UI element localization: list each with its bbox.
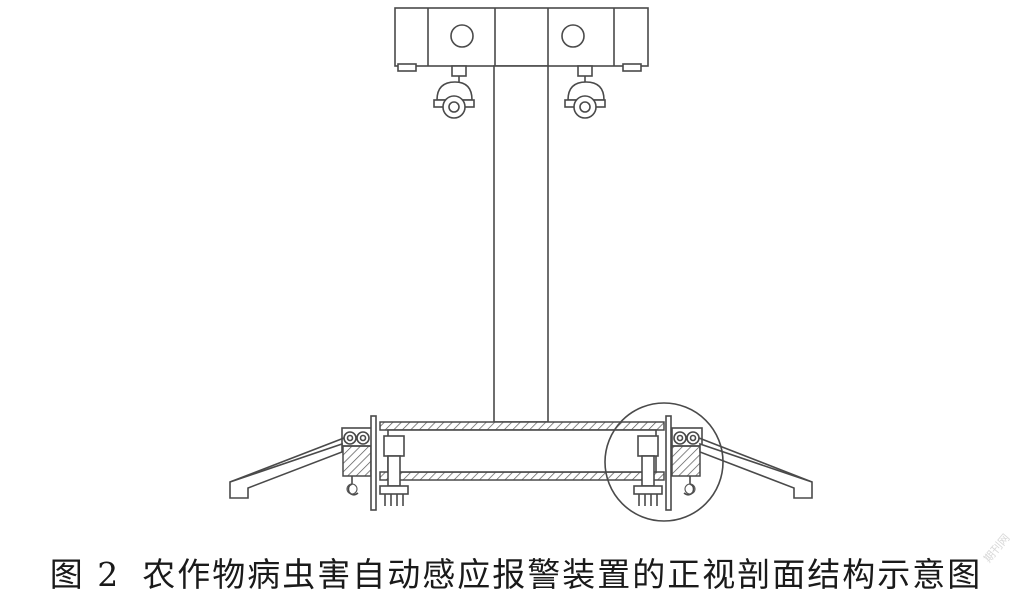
figure-number: 图 2	[49, 555, 121, 594]
camera-left	[433, 65, 475, 119]
right-foot-ramp	[699, 442, 813, 499]
support-pole	[493, 65, 549, 423]
right-mechanism	[633, 415, 813, 511]
indicator-light-right	[561, 24, 585, 48]
left-mechanism	[229, 415, 409, 511]
base-box	[379, 421, 665, 481]
indicator-light-left	[450, 24, 474, 48]
left-foot-ramp	[229, 442, 343, 499]
figure-title: 农作物病虫害自动感应报警装置的正视剖面结构示意图	[142, 555, 983, 594]
figure-caption: 图 2 农作物病虫害自动感应报警装置的正视剖面结构示意图	[0, 548, 1032, 596]
top-housing	[394, 7, 649, 72]
camera-right	[564, 65, 606, 119]
detail-circle	[604, 402, 724, 522]
